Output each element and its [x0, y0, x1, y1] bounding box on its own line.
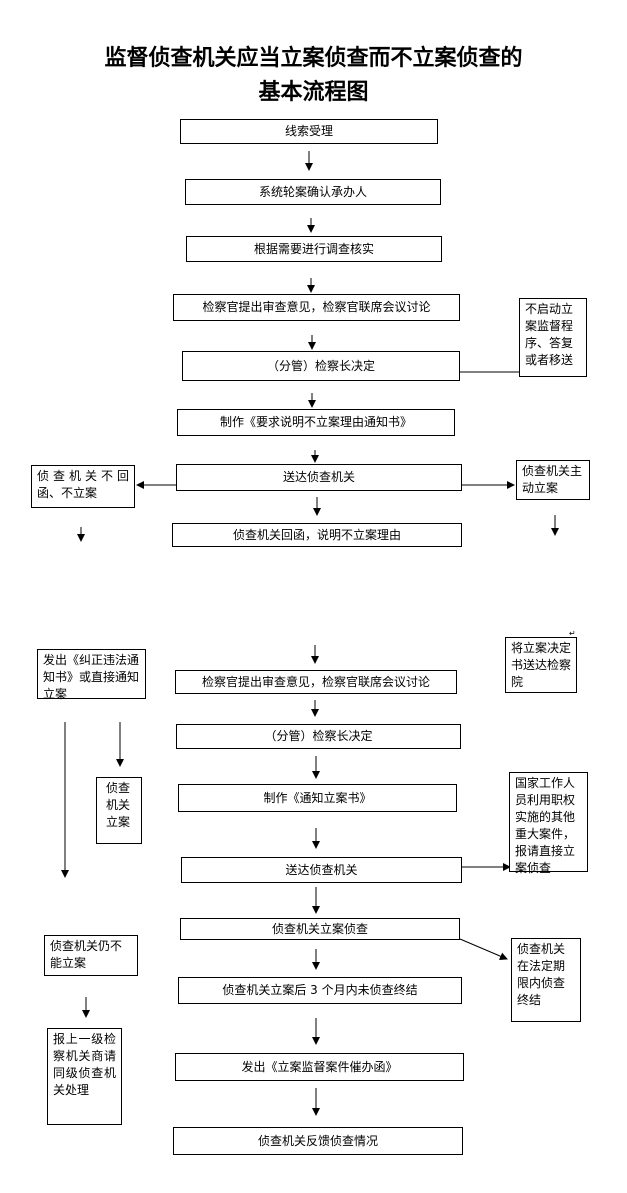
side-time-limit: 侦查机关在法定期限内侦查终结: [511, 938, 581, 1022]
flow-step-serve-agency: 送达侦查机关: [176, 464, 462, 491]
flow-step-chief-decision-2: （分管）检察长决定: [176, 724, 461, 749]
flow-step-make-notice: 制作《要求说明不立案理由通知书》: [177, 409, 455, 436]
side-correct-notice: 发出《纠正违法通知书》或直接通知立案: [37, 649, 146, 701]
flow-step-serve-agency-2: 送达侦查机关: [181, 857, 462, 883]
side-voluntary-file: 侦查机关主动立案: [516, 460, 590, 500]
side-still-not-file: 侦查机关仍不能立案: [44, 935, 138, 976]
flow-step-urge-letter: 发出《立案监督案件催办函》: [175, 1053, 464, 1081]
side-state-staff-case: 国家工作人员利用职权实施的其他重大案件，报请直接立案侦查: [509, 772, 588, 875]
flow-step-make-file-notice: 制作《通知立案书》: [178, 784, 457, 812]
side-not-file-reply: 侦查机关不回函、不立案: [31, 465, 135, 508]
side-send-decision: 将立案决定书送达检察院: [505, 637, 577, 693]
side-report-upper: 报上一级检察机关商请同级侦查机关处理: [47, 1028, 122, 1125]
diagram-title-line2: 基本流程图: [258, 80, 369, 105]
flow-step-agency-reply: 侦查机关回函，说明不立案理由: [172, 523, 462, 547]
flow-step-assign-handler: 系统轮案确认承办人: [185, 179, 441, 205]
flow-step-review-opinion-2: 检察官提出审查意见，检察官联席会议讨论: [175, 670, 457, 694]
flow-step-agency-investigate: 侦查机关立案侦查: [180, 918, 460, 940]
flow-step-review-opinion: 检察官提出审查意见，检察官联席会议讨论: [173, 294, 460, 321]
arrow-to-time-limit: [459, 938, 508, 960]
flow-step-not-concluded: 侦查机关立案后 3 个月内未侦查终结: [178, 977, 462, 1004]
flow-step-chief-decision: （分管）检察长决定: [182, 351, 460, 381]
side-agency-file: 侦查机关立案: [96, 777, 142, 844]
diagram-title-line1: 监督侦查机关应当立案侦查而不立案侦查的: [104, 46, 523, 71]
side-no-supervision: 不启动立案监督程序、答复或者移送: [519, 298, 587, 377]
flow-step-clue-accept: 线索受理: [180, 119, 438, 144]
return-mark: ↵: [569, 629, 576, 638]
flow-step-feedback: 侦查机关反馈侦查情况: [173, 1127, 463, 1155]
flow-step-investigate: 根据需要进行调查核实: [186, 236, 442, 262]
